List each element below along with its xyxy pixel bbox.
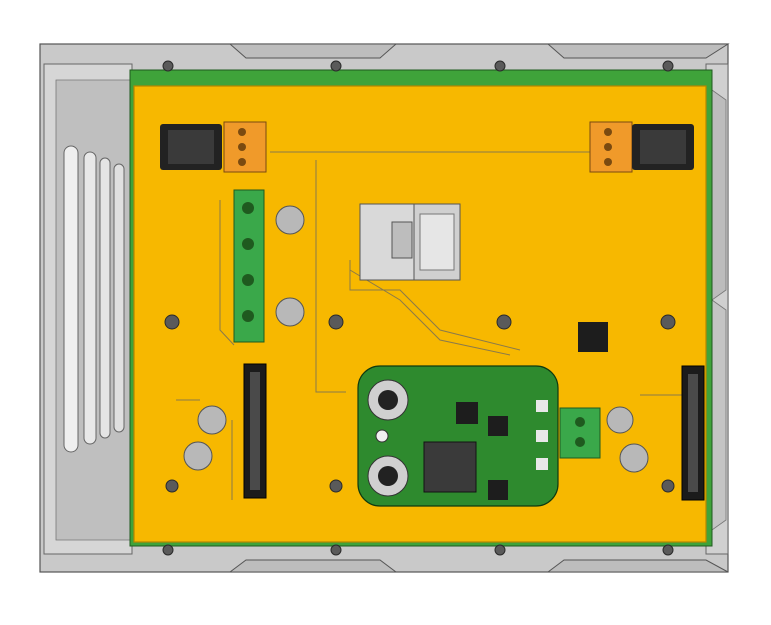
ribbon-connector-left	[243, 363, 267, 499]
dc-jack-left	[160, 121, 267, 173]
usb-connector	[359, 203, 461, 281]
mounting-holes	[162, 60, 676, 556]
terminal-block-green	[233, 189, 265, 343]
ic-chip	[578, 322, 608, 352]
ribbon-connector-right	[681, 365, 705, 501]
terminal-block-small	[559, 407, 601, 459]
dc-jack-right	[589, 121, 694, 173]
capacitors	[183, 205, 649, 473]
power-module	[357, 365, 559, 507]
